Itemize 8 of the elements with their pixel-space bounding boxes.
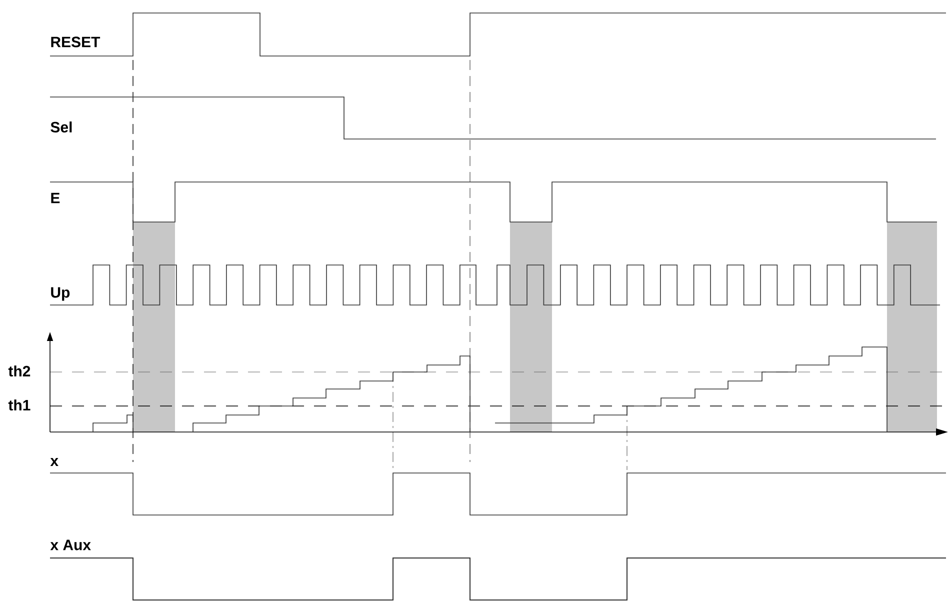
signal-label: RESET: [51, 36, 100, 48]
signal-label: th1: [8, 399, 30, 410]
signal-label: x Aux: [50, 540, 91, 550]
signal-label: th2: [8, 365, 30, 376]
signal-label: Sel: [50, 121, 72, 132]
signal-label: Up: [51, 287, 70, 301]
signal-label: E: [51, 192, 60, 204]
signal-label: x: [50, 458, 58, 466]
